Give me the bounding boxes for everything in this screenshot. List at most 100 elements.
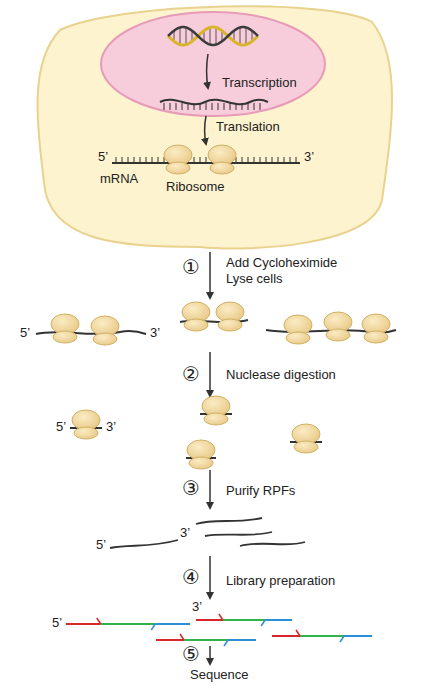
text-label: 5’ bbox=[20, 326, 30, 341]
ribosome bbox=[91, 316, 119, 345]
codon-tick bbox=[206, 157, 207, 163]
codon-tick bbox=[284, 157, 285, 163]
dna-strand bbox=[168, 27, 258, 45]
text-label: Purify RPFs bbox=[226, 484, 295, 499]
codon-tick bbox=[290, 157, 291, 163]
codon-tick bbox=[194, 157, 195, 163]
codon-tick bbox=[128, 157, 129, 163]
adapter-5 bbox=[156, 639, 184, 641]
base-pair bbox=[186, 27, 187, 44]
codon-tick bbox=[248, 157, 249, 163]
text-label: Translation bbox=[216, 120, 280, 135]
lysate-mrna bbox=[36, 331, 146, 334]
codon-tick bbox=[140, 157, 141, 163]
codon-tick bbox=[296, 157, 297, 163]
text-label: Add Cycloheximide bbox=[226, 256, 337, 271]
rpf bbox=[110, 540, 178, 548]
codon-tick bbox=[254, 157, 255, 163]
text-label: Lyse cells bbox=[226, 272, 283, 287]
base-pair bbox=[210, 27, 211, 44]
adapter-tick bbox=[340, 636, 344, 642]
translation-arrow bbox=[205, 116, 207, 144]
text-label: 3’ bbox=[304, 150, 314, 165]
adapter-tick bbox=[296, 630, 300, 636]
codon-tick bbox=[278, 157, 279, 163]
ribosome bbox=[284, 315, 312, 344]
dna-strand bbox=[168, 27, 258, 45]
adapter-tick bbox=[261, 620, 265, 626]
codon-tick bbox=[122, 157, 123, 163]
text-label: 3’ bbox=[192, 600, 202, 615]
ribosome bbox=[324, 312, 352, 341]
ribosome bbox=[292, 424, 320, 453]
codon-tick bbox=[200, 103, 201, 110]
codon-tick bbox=[260, 103, 261, 110]
codon-tick bbox=[194, 103, 195, 110]
text-label: Library preparation bbox=[226, 574, 335, 589]
codon-tick bbox=[242, 103, 243, 110]
rpf bbox=[196, 518, 262, 524]
text-label: Ribosome bbox=[166, 180, 225, 195]
ribosome bbox=[187, 440, 215, 469]
codon-tick bbox=[170, 103, 171, 110]
ribosome bbox=[202, 396, 230, 425]
insert bbox=[300, 635, 344, 637]
text-label: 3’ bbox=[106, 420, 116, 435]
text-label: 5’ bbox=[98, 150, 108, 165]
adapter-5 bbox=[196, 619, 223, 621]
nucleus bbox=[101, 12, 325, 116]
base-pair bbox=[216, 27, 217, 44]
codon-tick bbox=[152, 157, 153, 163]
adapter-3 bbox=[228, 639, 256, 641]
cell-outline bbox=[37, 6, 392, 248]
codon-tick bbox=[218, 103, 219, 110]
adapter-3 bbox=[265, 619, 292, 621]
codon-tick bbox=[134, 157, 135, 163]
adapter-tick bbox=[97, 618, 101, 624]
text-label: 3’ bbox=[180, 526, 190, 541]
codon-tick bbox=[224, 103, 225, 110]
step-arrow bbox=[209, 470, 211, 508]
codon-tick bbox=[182, 103, 183, 110]
text-label: 5’ bbox=[96, 538, 106, 553]
text-label: 5’ bbox=[52, 616, 62, 631]
text-label: Sequence bbox=[190, 668, 249, 683]
adapter-tick bbox=[224, 640, 228, 646]
codon-tick bbox=[254, 103, 255, 110]
insert bbox=[223, 619, 265, 621]
insert bbox=[184, 639, 228, 641]
adapter-5 bbox=[272, 635, 300, 637]
codon-tick bbox=[248, 103, 249, 110]
adapter-tick bbox=[219, 614, 223, 620]
adapter-tick bbox=[151, 624, 155, 630]
codon-tick bbox=[260, 157, 261, 163]
codon-tick bbox=[266, 157, 267, 163]
step-arrow bbox=[209, 646, 211, 664]
ribosome bbox=[182, 302, 210, 331]
codon-tick bbox=[146, 157, 147, 163]
transcription-arrow bbox=[207, 54, 209, 88]
ribosome bbox=[362, 314, 390, 343]
text-label: 3’ bbox=[150, 326, 160, 341]
base-pair bbox=[246, 27, 247, 44]
codon-tick bbox=[206, 103, 207, 110]
text-label: 5’ bbox=[56, 420, 66, 435]
text-label: Transcription bbox=[222, 76, 297, 91]
ribosome bbox=[164, 145, 192, 174]
adapter-5 bbox=[66, 623, 101, 625]
adapter-3 bbox=[155, 623, 190, 625]
codon-tick bbox=[230, 103, 231, 110]
step-arrow bbox=[209, 556, 211, 598]
step-number: ④ bbox=[182, 567, 200, 587]
ribosome bbox=[208, 145, 236, 174]
codon-tick bbox=[212, 103, 213, 110]
library-fragments bbox=[66, 614, 372, 646]
step-arrow bbox=[209, 252, 211, 298]
step-number: ① bbox=[182, 257, 200, 277]
ribosome bbox=[51, 314, 79, 343]
codon-tick bbox=[242, 157, 243, 163]
base-pair bbox=[240, 27, 241, 44]
step-number: ③ bbox=[182, 478, 200, 498]
